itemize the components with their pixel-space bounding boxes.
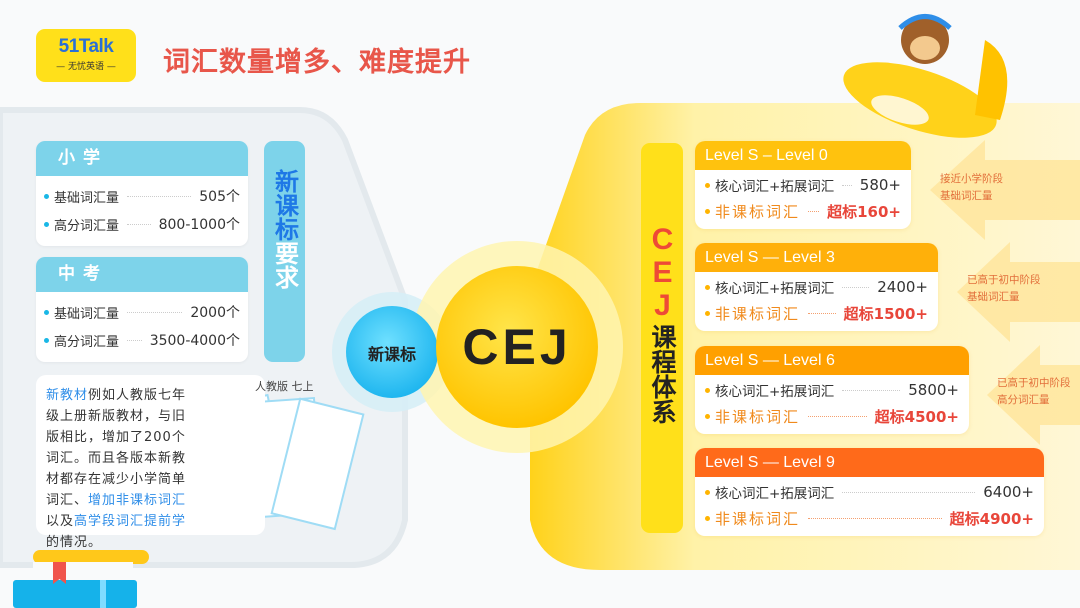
extra-vocab-row: 非课标词汇超标4500+ — [695, 403, 969, 429]
extra-vocab-row: 非课标词汇超标1500+ — [695, 300, 938, 326]
page-title: 词汇数量增多、难度提升 — [163, 47, 471, 78]
textbook-note: 新教材例如人教版七年级上册新版教材，与旧版相比，增加了200个词汇。而且各版本新… — [36, 375, 265, 550]
level-title: Level S — Level 6 — [695, 346, 969, 375]
bullet-icon — [44, 309, 49, 315]
bullet-icon — [705, 208, 710, 214]
cej-circle-label: CEJ — [462, 319, 572, 375]
new-standard-requirements-label: 新课标 要求 — [264, 141, 305, 362]
monkey-airplane-mascot — [843, 14, 1008, 138]
level-comparison-note: 已高于初中阶段高分词汇量 — [997, 377, 1071, 406]
level-title: Level S — Level 3 — [695, 243, 938, 272]
logo: 51Talk — 无忧英语 — — [36, 29, 136, 82]
bullet-icon — [44, 337, 49, 343]
new-standard-circle — [346, 306, 438, 398]
new-standard-circle-label: 新课标 — [367, 345, 416, 364]
highlight-text: 增加非课标词汇 — [88, 493, 187, 508]
books-illustration — [13, 550, 149, 608]
bullet-icon — [44, 221, 49, 227]
bullet-icon — [705, 310, 710, 316]
level-title: Level S – Level 0 — [695, 141, 911, 170]
bullet-icon — [705, 413, 710, 419]
bullet-icon — [44, 193, 49, 199]
highlight-text: 高学段词汇提前学 — [74, 514, 187, 529]
cej-circle — [436, 266, 598, 428]
cej-system-label: CEJ 课程体系 — [641, 143, 683, 533]
arrows — [930, 140, 1080, 445]
bullet-icon — [705, 387, 710, 393]
note-text: 例如人教版七年级上册新版教材，与旧版相比，增加了200个词汇。而且各版本新教材都… — [46, 388, 187, 508]
bullet-icon — [705, 489, 710, 495]
level-title: Level S — Level 9 — [695, 448, 1044, 477]
note-text: 的情况。 — [46, 535, 103, 550]
extra-vocab-row: 非课标词汇超标4900+ — [695, 505, 1044, 531]
card-title: 中考 — [36, 257, 248, 292]
image-caption: 人教版 七上 — [255, 380, 314, 393]
level-comparison-note: 已高于初中阶段基础词汇量 — [967, 274, 1041, 303]
highlight-text: 新教材 — [46, 388, 89, 403]
bullet-icon — [705, 515, 710, 521]
card-title: 小学 — [36, 141, 248, 176]
bullet-icon — [705, 284, 710, 290]
bullet-icon — [705, 182, 710, 188]
extra-vocab-row: 非课标词汇超标160+ — [695, 198, 911, 224]
note-text: 以及 — [46, 514, 75, 529]
level-comparison-note: 接近小学阶段基础词汇量 — [940, 173, 1003, 202]
